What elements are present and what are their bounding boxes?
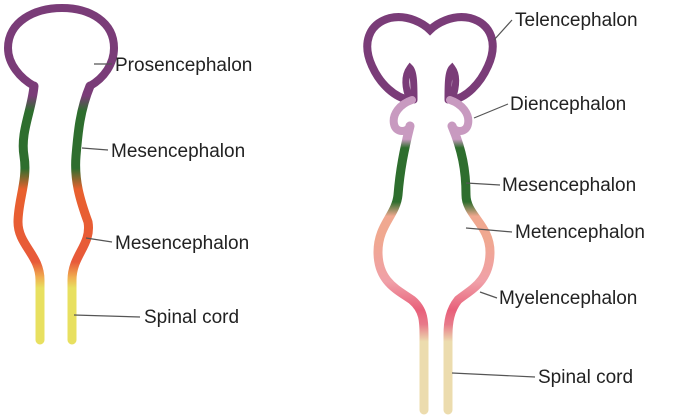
leader-mesencephalon-right <box>466 183 500 185</box>
leader-mesencephalon-left <box>82 148 108 150</box>
label-myelencephalon: Myelencephalon <box>499 289 637 308</box>
prosencephalon-vesicle <box>8 8 114 86</box>
telencephalon-inner-fold-right <box>448 68 456 100</box>
leader-spinal-cord-right <box>452 373 535 377</box>
telencephalon-inner-fold-left <box>406 68 414 100</box>
right-tube-wall-right <box>448 126 490 410</box>
right-tube-wall-left <box>378 126 424 410</box>
left-neural-tube <box>8 8 114 340</box>
label-mesencephalon-left: Mesencephalon <box>111 142 245 161</box>
leader-spinal-cord-left <box>74 315 140 317</box>
label-spinal-cord-left: Spinal cord <box>144 308 239 327</box>
leader-myelencephalon <box>480 292 497 298</box>
leader-telencephalon <box>494 20 512 40</box>
label-telencephalon: Telencephalon <box>515 11 638 30</box>
telencephalon-lobes <box>367 17 492 100</box>
label-mesencephalon-right: Mesencephalon <box>502 176 636 195</box>
left-tube-wall-right <box>72 86 90 340</box>
right-neural-tube <box>367 17 492 410</box>
label-metencephalon: Metencephalon <box>515 223 645 242</box>
label-diencephalon: Diencephalon <box>510 95 626 114</box>
label-mesencephalon-left-lower: Mesencephalon <box>115 234 249 253</box>
label-prosencephalon: Prosencephalon <box>115 56 252 75</box>
leader-diencephalon <box>474 104 508 118</box>
label-spinal-cord-right: Spinal cord <box>538 368 633 387</box>
left-tube-wall-left <box>18 86 40 340</box>
